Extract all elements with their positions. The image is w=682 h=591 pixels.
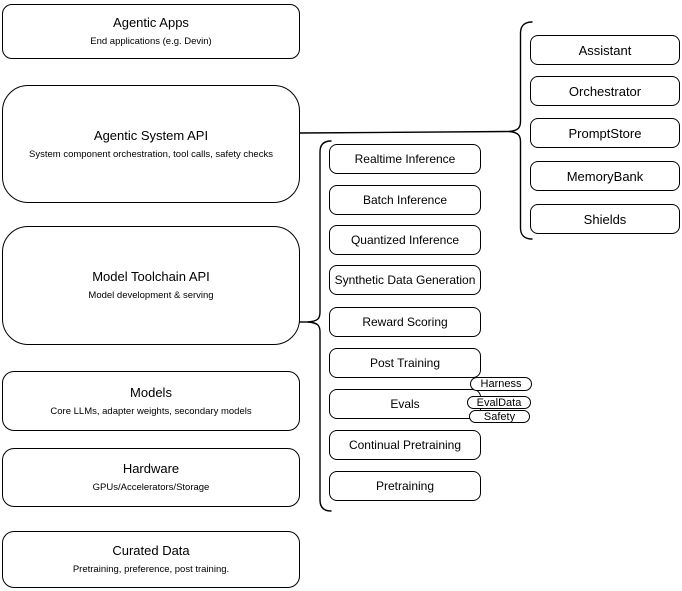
system-api-connector-line [299, 130, 510, 134]
node-subtitle: GPUs/Accelerators/Storage [92, 482, 210, 493]
component-promptstore: PromptStore [530, 118, 680, 148]
toolchain-item-reward-scoring: Reward Scoring [329, 307, 481, 337]
evals-tag-evaldata: EvalData [467, 396, 531, 409]
toolchain-item-quantized-inference: Quantized Inference [329, 225, 481, 255]
node-title: Hardware [122, 461, 180, 476]
evals-tag-harness: Harness [470, 377, 532, 391]
node-curated-data: Curated Data Pretraining, preference, po… [2, 531, 300, 588]
toolchain-item-evals: Evals [329, 389, 481, 419]
toolchain-item-continual-pretraining: Continual Pretraining [329, 430, 481, 460]
component-memorybank: MemoryBank [530, 161, 680, 191]
components-brace-icon [508, 21, 533, 240]
node-model-toolchain-api: Model Toolchain API Model development & … [2, 226, 300, 345]
evals-tag-safety: Safety [469, 410, 530, 423]
node-subtitle: Model development & serving [88, 290, 214, 301]
toolchain-item-pretraining: Pretraining [329, 471, 481, 501]
node-subtitle: End applications (e.g. Devin) [90, 36, 212, 47]
toolchain-item-realtime-inference: Realtime Inference [329, 144, 481, 174]
node-agentic-apps: Agentic Apps End applications (e.g. Devi… [2, 4, 300, 59]
toolchain-item-batch-inference: Batch Inference [329, 185, 481, 215]
toolchain-item-post-training: Post Training [329, 348, 481, 378]
component-assistant: Assistant [530, 35, 680, 65]
node-hardware: Hardware GPUs/Accelerators/Storage [2, 448, 300, 507]
node-subtitle: System component orchestration, tool cal… [29, 148, 273, 160]
node-title: Agentic Apps [113, 15, 189, 30]
node-subtitle: Pretraining, preference, post training. [72, 564, 230, 575]
node-models: Models Core LLMs, adapter weights, secon… [2, 371, 300, 431]
toolchain-item-synthetic-data-generation: Synthetic Data Generation [329, 265, 481, 295]
node-title: Model Toolchain API [92, 269, 210, 284]
node-title: Curated Data [112, 543, 190, 558]
component-shields: Shields [530, 204, 680, 234]
node-subtitle: Core LLMs, adapter weights, secondary mo… [50, 405, 252, 417]
component-orchestrator: Orchestrator [530, 76, 680, 106]
node-title: Agentic System API [93, 127, 209, 143]
node-agentic-system-api: Agentic System API System component orch… [2, 85, 300, 203]
toolchain-brace-icon [307, 140, 332, 512]
node-title: Models [130, 384, 172, 400]
